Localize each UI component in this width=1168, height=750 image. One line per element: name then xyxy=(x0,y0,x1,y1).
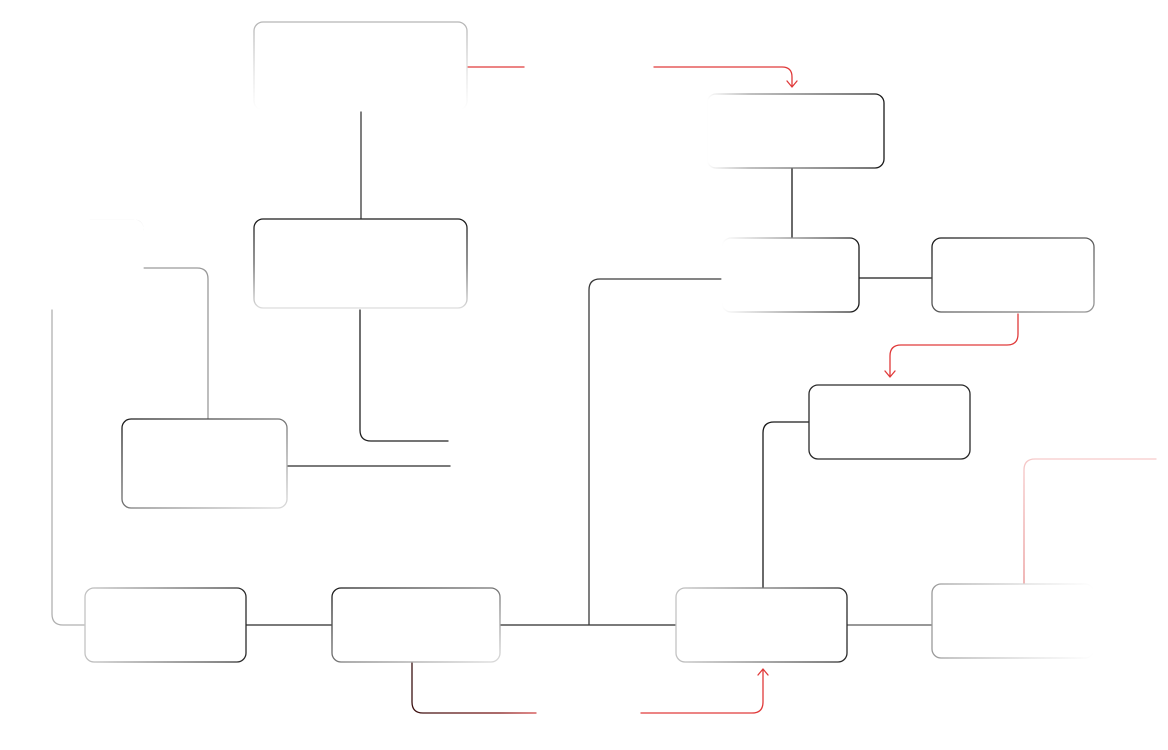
node-upper-right[interactable] xyxy=(706,93,885,169)
arrowhead-down-1 xyxy=(786,80,798,88)
arrowhead-up-1 xyxy=(757,668,769,676)
node-top-center[interactable] xyxy=(253,21,468,111)
node-far-right[interactable] xyxy=(931,237,1095,313)
connector-bottom-darkred xyxy=(411,662,537,714)
arrowhead-down-2 xyxy=(884,370,896,378)
node-bottom-right[interactable] xyxy=(931,583,1095,659)
node-middle-right[interactable] xyxy=(721,237,860,313)
connector-red-right-down xyxy=(889,313,1019,377)
connector-rm-down xyxy=(762,421,810,589)
connector-red-top-right-b xyxy=(653,66,793,87)
node-bottom-center-right[interactable] xyxy=(675,587,848,663)
connector-left-long xyxy=(51,309,85,626)
connector-faint-stub xyxy=(142,267,209,420)
node-bottom-second[interactable] xyxy=(331,587,501,663)
node-bottom-left[interactable] xyxy=(84,587,247,663)
connector-bottom-right-up xyxy=(1023,458,1157,585)
connector-bottom-red-up xyxy=(640,669,764,714)
node-mid-center[interactable] xyxy=(253,218,468,309)
node-right-mid[interactable] xyxy=(808,384,971,460)
node-faint-top-left[interactable] xyxy=(39,219,144,305)
connector-center-vertical xyxy=(588,278,723,626)
node-left-small[interactable] xyxy=(121,418,288,509)
connector-mid-down-right xyxy=(359,309,449,442)
